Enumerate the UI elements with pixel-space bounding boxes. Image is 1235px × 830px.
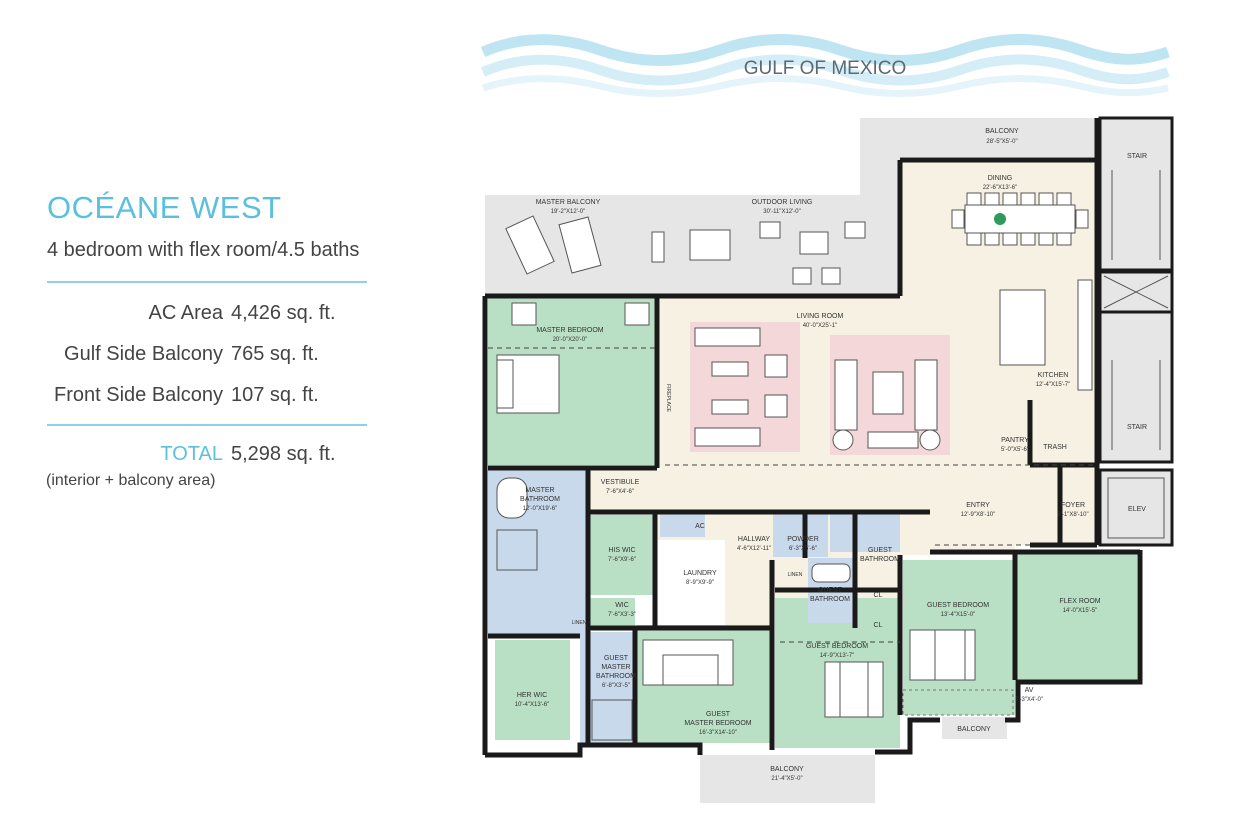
plan-title: OCÉANE WEST (47, 190, 282, 225)
room-cl-2: CL (874, 622, 883, 629)
room-master-bedroom-dim: 20'-0"X20'-0" (553, 337, 588, 343)
room-his-wic-dim: 7'-6"X9'-6" (608, 557, 636, 563)
walls (482, 118, 1143, 758)
floor-plan: GULF OF MEXICO (480, 34, 1174, 803)
room-hallway: HALLWAY (738, 536, 770, 543)
room-master-bathroom: MASTER (525, 487, 554, 494)
room-guest-bath-2-2: BATHROOM (810, 596, 850, 603)
room-vestibule-dim: 7'-6"X4'-6" (606, 489, 634, 495)
room-guest-bath-1-2: BATHROOM (860, 556, 900, 563)
room-guest-master-bath-2: MASTER (601, 664, 630, 671)
room-wic-dim: 7'-6"X3'-3" (608, 612, 636, 618)
info-panel: OCÉANE WEST 4 bedroom with flex room/4.5… (0, 0, 400, 830)
room-master-bathroom-dim: 12'-0"X19'-6" (523, 506, 558, 512)
area-label: Gulf Side Balcony (64, 343, 223, 365)
room-powder-dim: 6'-3"X5'-6" (789, 546, 817, 552)
room-balcony-bottom: BALCONY (770, 766, 804, 773)
room-balcony-small: BALCONY (957, 726, 991, 733)
room-labels: BALCONY 28'-5"X5'-0" STAIR DINING 22'-6"… (515, 128, 1147, 782)
room-guest-master-bath-3: BATHROOM (596, 673, 636, 680)
room-laundry-dim: 8'-9"X9'-9" (686, 580, 714, 586)
room-foyer: FOYER (1061, 502, 1085, 509)
room-vestibule: VESTIBULE (601, 479, 640, 486)
room-balcony-bottom-dim: 21'-4"X5'-0" (771, 776, 802, 782)
room-guest-master-bedroom-2: MASTER BEDROOM (684, 720, 751, 727)
room-outdoor-living-dim: 30'-11"X12'-0" (763, 209, 800, 215)
room-laundry: LAUNDRY (683, 570, 717, 577)
room-guest-master-bath: GUEST (604, 655, 629, 662)
dashed-lines (488, 347, 1097, 643)
room-guest-bedroom-r: GUEST BEDROOM (927, 602, 989, 609)
room-entry: ENTRY (966, 502, 990, 509)
room-guest-bath-2: GUEST (818, 587, 843, 594)
plan-subtitle: 4 bedroom with flex room/4.5 baths (47, 239, 360, 261)
room-outdoor-living: OUTDOOR LIVING (752, 199, 813, 206)
water-label: GULF OF MEXICO (744, 58, 907, 79)
room-av: AV (1025, 687, 1034, 694)
stair-core (1098, 116, 1174, 547)
area-value: 765 sq. ft. (231, 343, 319, 365)
room-stair-bottom: STAIR (1127, 424, 1147, 431)
room-trash: TRASH (1043, 444, 1067, 451)
room-guest-bedroom-m: GUEST BEDROOM (806, 643, 868, 650)
total-label: TOTAL (160, 443, 223, 465)
room-linen-2: LINEN (572, 620, 587, 626)
room-his-wic: HIS WIC (608, 547, 635, 554)
room-cl-1: CL (874, 592, 883, 599)
room-living-room: LIVING ROOM (797, 313, 844, 320)
room-balcony-top: BALCONY (985, 128, 1019, 135)
room-guest-bedroom-m-dim: 14'-9"X13'-7" (820, 653, 855, 659)
room-kitchen-dim: 12'-4"X15'-7" (1036, 382, 1071, 388)
balconies (485, 118, 1097, 803)
water-waves (480, 34, 1170, 97)
total-note: (interior + balcony area) (46, 472, 216, 489)
area-label: Front Side Balcony (54, 384, 223, 406)
total-value: 5,298 sq. ft. (231, 443, 336, 465)
area-value: 107 sq. ft. (231, 384, 319, 406)
room-guest-master-bedroom-dim: 16'-3"X14'-10" (699, 730, 737, 736)
room-pantry: PANTRY (1001, 437, 1029, 444)
room-kitchen: KITCHEN (1038, 372, 1069, 379)
room-elev: ELEV (1128, 506, 1146, 513)
room-fireplace: FIREPLACE (665, 384, 671, 412)
room-guest-bedroom-r-dim: 13'-4"X15'-0" (941, 612, 976, 618)
room-guest-master-bedroom: GUEST (706, 711, 731, 718)
room-her-wic-dim: 10'-4"X13'-6" (515, 702, 550, 708)
area-value: 4,426 sq. ft. (231, 302, 336, 324)
room-linen-1: LINEN (788, 572, 803, 578)
room-dining: DINING (988, 175, 1013, 182)
room-hallway-dim: 4'-6"X12'-11" (737, 546, 771, 552)
room-flex-room: FLEX ROOM (1059, 598, 1100, 605)
room-her-wic: HER WIC (517, 692, 547, 699)
room-pantry-dim: 5'-0"X5'-6" (1001, 447, 1029, 453)
room-guest-bath-1: GUEST (868, 547, 893, 554)
room-living-room-dim: 40'-0"X25'-1" (803, 323, 838, 329)
room-master-balcony: MASTER BALCONY (536, 199, 601, 206)
furniture (496, 192, 1093, 741)
area-label: AC Area (148, 302, 223, 324)
room-balcony-top-dim: 28'-5"X5'-0" (986, 139, 1017, 145)
room-flex-room-dim: 14'-0"X15'-5" (1063, 608, 1098, 614)
divider-top (47, 281, 367, 283)
room-wic: WIC (615, 602, 629, 609)
room-master-balcony-dim: 19'-2"X12'-0" (551, 209, 586, 215)
room-av-dim: 3'-3"X4'-0" (1015, 697, 1043, 703)
room-powder: POWDER (787, 536, 819, 543)
room-ac: AC (695, 523, 705, 530)
room-master-bathroom-2: BATHROOM (520, 496, 560, 503)
room-master-bedroom: MASTER BEDROOM (536, 327, 603, 334)
room-guest-master-bath-dim: 6'-8"X3'-5" (602, 683, 630, 689)
room-entry-dim: 12'-9"X8'-10" (961, 512, 996, 518)
divider-bottom (47, 424, 367, 426)
room-foyer-dim: 8'-1"X8'-10" (1057, 512, 1088, 518)
room-dining-dim: 22'-6"X13'-6" (983, 185, 1018, 191)
room-stair-top: STAIR (1127, 153, 1147, 160)
